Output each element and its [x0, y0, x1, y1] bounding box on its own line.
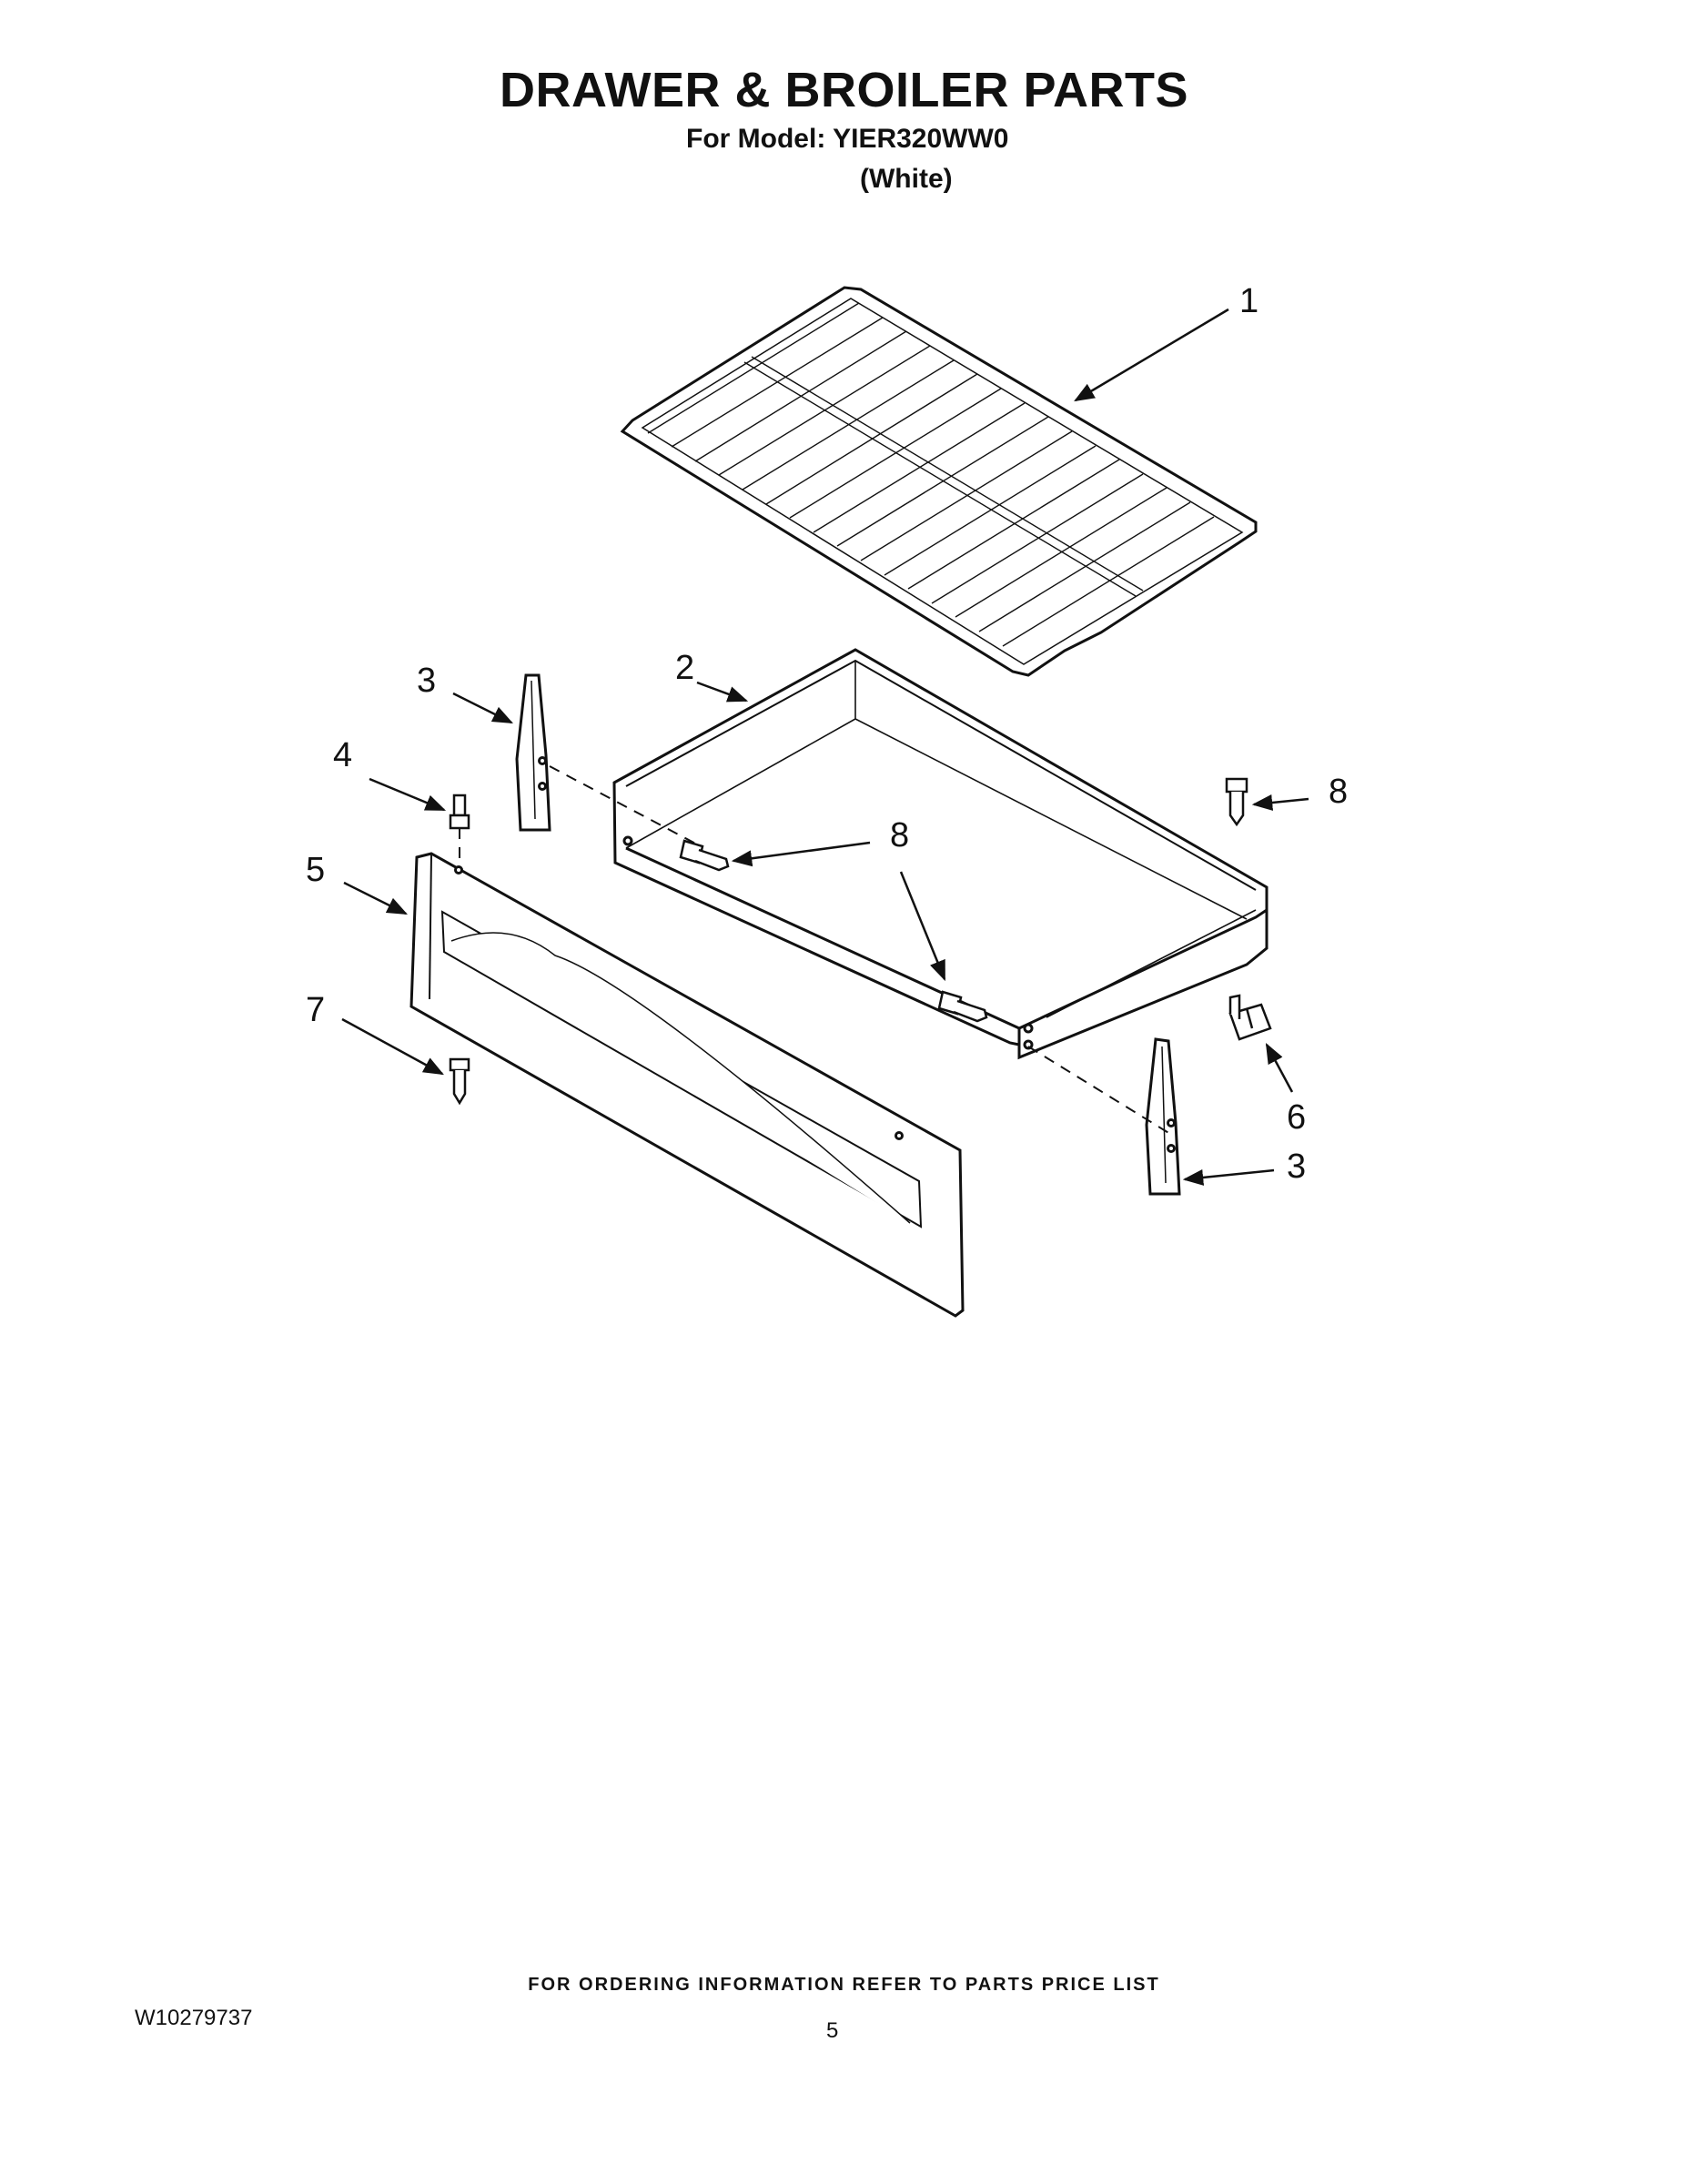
- callout-6: 6: [1287, 1098, 1306, 1137]
- drawer-slide-right: [1145, 1037, 1181, 1196]
- leader-arrows: [341, 308, 1309, 1186]
- page-number: 5: [826, 2018, 839, 2043]
- callout-3-left: 3: [417, 662, 436, 700]
- broiler-rack: [620, 286, 1258, 677]
- screw-part-7: [449, 1057, 470, 1106]
- callout-4: 4: [333, 736, 352, 774]
- callout-1: 1: [1239, 282, 1258, 320]
- drawer-pan: [612, 648, 1269, 1060]
- ordering-note: FOR ORDERING INFORMATION REFER TO PARTS …: [528, 1975, 1160, 1995]
- alignment-lines: [459, 765, 1171, 1135]
- screw-part-8-right: [1225, 777, 1248, 827]
- drawer-slide-left: [515, 673, 551, 832]
- stud-part: [449, 794, 470, 830]
- callout-8-mid: 8: [890, 816, 909, 854]
- drawer-front-panel: [409, 852, 965, 1318]
- color-line: (White): [860, 164, 953, 194]
- page-title: DRAWER & BROILER PARTS: [499, 63, 1188, 117]
- callout-7: 7: [306, 991, 325, 1029]
- clip-part: [1228, 994, 1272, 1041]
- callout-2: 2: [675, 649, 694, 687]
- document-number: W10279737: [135, 2006, 253, 2030]
- callout-8-right: 8: [1329, 773, 1348, 811]
- screw-part-8-mid: [679, 839, 730, 872]
- callout-5: 5: [306, 851, 325, 889]
- screw-part-8-lower: [937, 990, 988, 1023]
- model-line: For Model: YIER320WW0: [686, 124, 1009, 154]
- rack-wires: [647, 302, 1215, 647]
- callout-3-right: 3: [1287, 1148, 1306, 1186]
